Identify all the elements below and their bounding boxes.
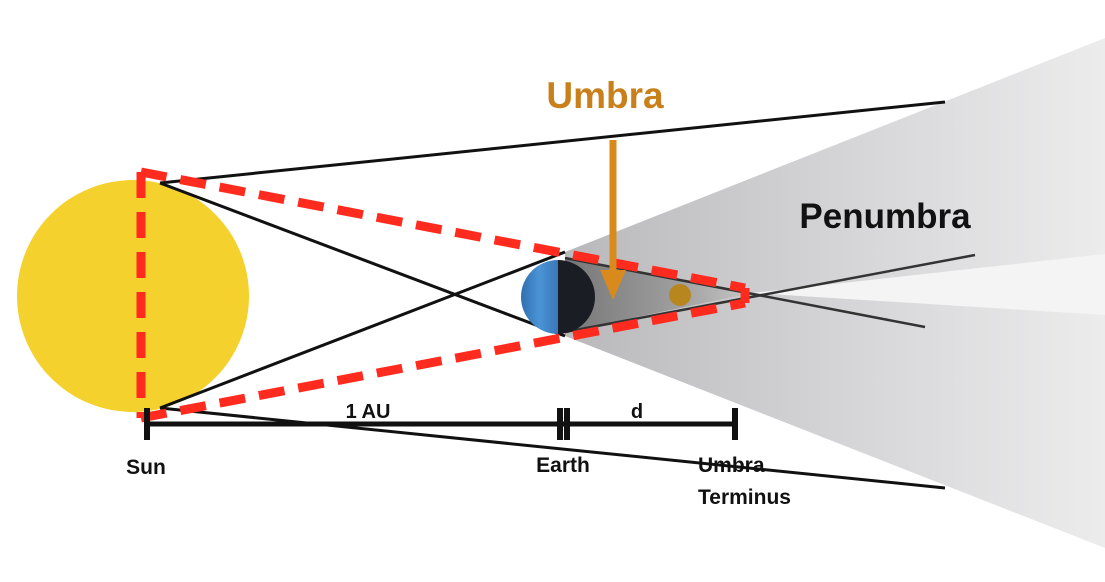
distance-1au-label: 1 AU <box>346 401 391 423</box>
umbra-arrow <box>600 140 626 300</box>
umbra-terminus-label-line2: Terminus <box>698 486 791 509</box>
penumbra-label: Penumbra <box>799 197 971 236</box>
cross-line-a <box>159 181 566 338</box>
penumbra-line-lower <box>159 406 946 490</box>
sun-label: Sun <box>126 456 166 479</box>
umbra-line-lower <box>564 253 976 334</box>
umbra-terminus-label-line1: Umbra <box>698 454 765 477</box>
distance-d-label: d <box>631 401 643 423</box>
penumbra-line-upper <box>159 100 946 185</box>
sun-disk <box>17 180 249 412</box>
moon <box>669 284 691 306</box>
red-dashed-outline <box>136 167 750 423</box>
earth-label: Earth <box>536 454 590 477</box>
cross-line-b <box>159 250 566 410</box>
distance-scale <box>144 408 738 440</box>
earth <box>521 260 595 334</box>
antumbra-wedge <box>752 254 1105 315</box>
umbra-label: Umbra <box>546 75 664 116</box>
